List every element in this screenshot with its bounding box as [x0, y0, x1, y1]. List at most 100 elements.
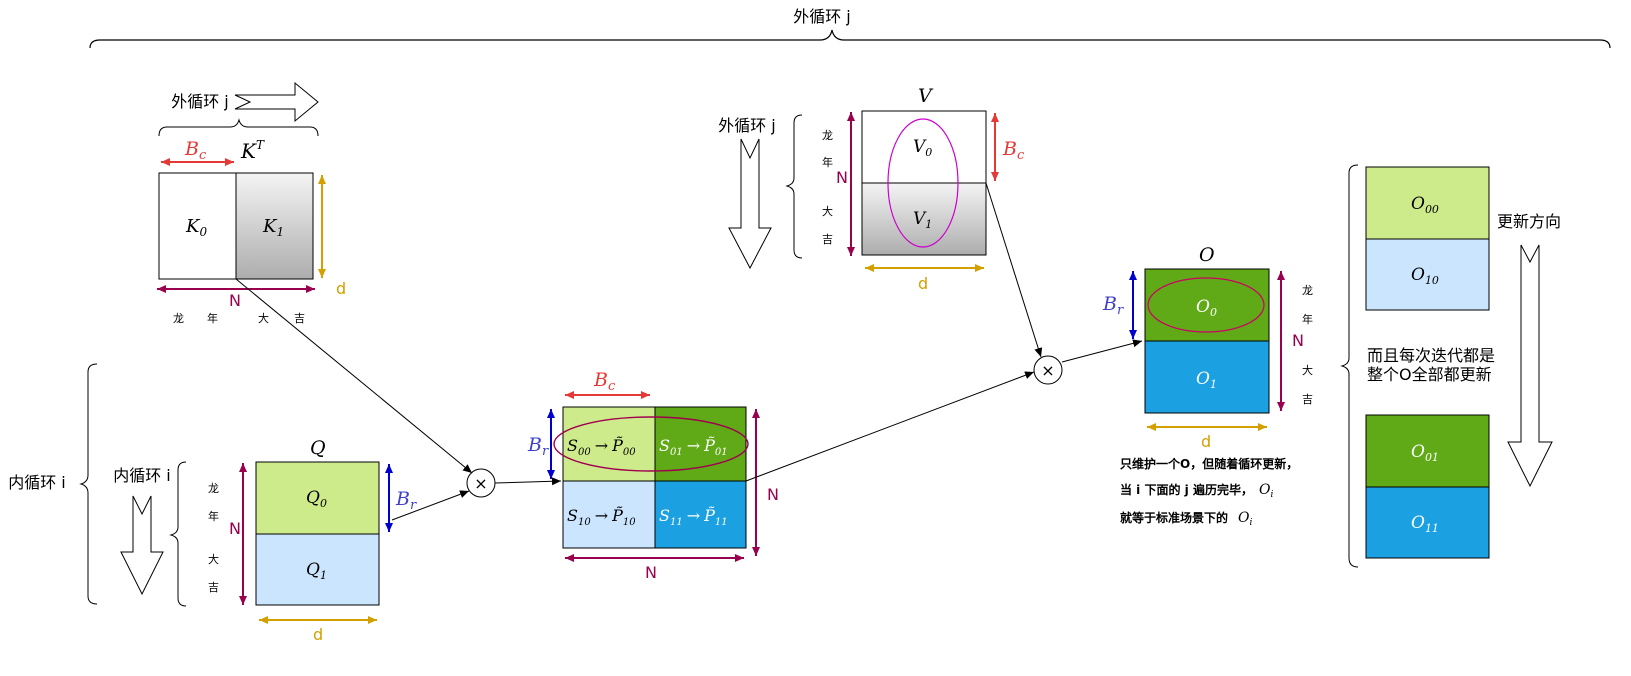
v-block: 外循环 j 龙 年 大 吉 N V V0 V1 Bc d: [718, 85, 1025, 293]
v-column-highlight-ellipse: [887, 118, 959, 248]
multiply-symbol-2: ×: [1041, 361, 1054, 380]
v-block-0: [861, 110, 987, 184]
s-bc-label: Bc: [593, 369, 616, 394]
o-note-line-1: 只维护一个O，但随着循环更新，: [1120, 456, 1298, 471]
v-loop-label: 外循环 j: [718, 116, 776, 135]
kt-block-0: [158, 172, 237, 280]
o-char-1: 年: [1302, 312, 1313, 326]
q-outer-loop-label: 内循环 i: [8, 473, 66, 492]
o-block: O Br O0 O1 N 龙 年 大 吉 d 只维护一个O，但随着循环更新， 当…: [1102, 244, 1313, 528]
multiply-symbol-1: ×: [474, 474, 487, 493]
o-title: O: [1199, 244, 1215, 266]
q-inner-brace: [169, 461, 187, 607]
multiply-node-1: ×: [466, 468, 496, 498]
o-block-0-label: O0: [1196, 297, 1217, 319]
o-char-3: 吉: [1302, 393, 1313, 406]
right-o11-block: [1365, 486, 1490, 559]
q-block: 内循环 i 内循环 i 龙 年 大 吉 N Q Q0 Q1 Br d: [8, 363, 417, 644]
right-o00-block: [1365, 166, 1490, 240]
v-char-0: 龙: [822, 129, 833, 142]
q-char-3: 吉: [208, 581, 219, 594]
v-char-2: 大: [822, 204, 833, 218]
v-block-1-label: V1: [913, 209, 932, 231]
o-block-1: [1144, 340, 1270, 414]
kt-top-brace: [158, 118, 319, 137]
kt-title: KT: [240, 138, 265, 163]
kt-block: 外循环 j Bc KT K0 K1 d N 龙 年 大 吉: [157, 81, 346, 325]
q-d-label: d: [313, 625, 323, 644]
s-n-bottom-label: N: [645, 563, 657, 582]
edge-s-to-mult2: [745, 371, 1035, 482]
right-hollow-arrow-icon: [234, 81, 319, 123]
q-title: Q: [310, 437, 326, 459]
q-block-1: [255, 533, 380, 606]
q-char-1: 年: [208, 509, 219, 523]
o-d-label: d: [1201, 432, 1211, 451]
q-block-1-label: Q1: [306, 560, 327, 582]
kt-block-1: [235, 172, 314, 280]
q-inner-loop-label: 内循环 i: [113, 466, 171, 485]
edge-mult2-to-o: [1061, 339, 1143, 363]
edge-v-to-mult2: [985, 182, 1043, 358]
down-hollow-arrow-icon: [1507, 244, 1553, 488]
right-middle-text-line-2: 整个O全部都更新: [1367, 365, 1492, 384]
kt-char-1: 年: [207, 311, 218, 325]
right-panel: O00 O10 而且每次迭代都是 整个O全部都更新 O01 O11 更新方向: [1340, 164, 1561, 568]
multiply-node-2: ×: [1033, 355, 1063, 385]
right-direction-label: 更新方向: [1497, 212, 1561, 231]
q-block-0: [255, 461, 380, 535]
s-br-label: Br: [527, 434, 549, 459]
v-block-1: [861, 182, 987, 256]
o-char-2: 大: [1302, 363, 1313, 377]
s-cell-00-label: S00→P̃00: [567, 436, 636, 458]
s-cell-01-label: S01→P̃01: [659, 436, 728, 458]
o-char-0: 龙: [1302, 284, 1313, 297]
down-hollow-arrow-icon: [120, 495, 164, 596]
s-n-right-label: N: [767, 485, 779, 504]
o-br-label: Br: [1102, 293, 1124, 318]
v-brace: [785, 114, 803, 259]
q-br-label: Br: [395, 488, 417, 513]
o-row-highlight-ellipse: [1147, 277, 1265, 333]
o-block-0: [1144, 268, 1270, 342]
s-cell-10-label: S10→P̃10: [567, 506, 636, 528]
v-char-3: 吉: [822, 233, 833, 246]
kt-char-2: 大: [258, 311, 269, 325]
q-outer-brace: [79, 363, 98, 605]
v-d-label: d: [918, 274, 928, 293]
top-brace: [89, 29, 1611, 49]
kt-block-1-label: K1: [262, 216, 284, 239]
s-cell-11-label: S11→P̃11: [659, 506, 728, 528]
o-note-line-2: 当 i 下面的 j 遍历完毕，Oi: [1120, 482, 1273, 500]
right-o11-label: O11: [1411, 513, 1439, 535]
right-o01-block: [1365, 414, 1490, 488]
right-panel-brace: [1340, 164, 1359, 568]
right-o01-label: O01: [1411, 442, 1439, 464]
right-middle-text-line-1: 而且每次迭代都是: [1367, 346, 1495, 365]
q-char-0: 龙: [208, 482, 219, 495]
right-o10-label: O10: [1411, 265, 1439, 287]
top-brace-label: 外循环 j: [793, 7, 851, 26]
o-n-label: N: [1292, 331, 1304, 350]
edge-kt-to-mult: [235, 278, 473, 474]
kt-loop-label: 外循环 j: [171, 92, 229, 111]
s-cell-11: [654, 480, 747, 549]
right-o00-label: O00: [1411, 194, 1439, 216]
edge-q-to-mult: [391, 490, 470, 521]
kt-d-label: d: [336, 279, 346, 298]
q-char-2: 大: [208, 552, 219, 566]
s-block: Bc Br S00→P̃00 S01→P̃01 S10→P̃10 S11→P̃1…: [527, 369, 779, 582]
edge-mult-to-s: [494, 477, 562, 486]
kt-block-0-label: K0: [185, 216, 207, 239]
kt-n-label: N: [229, 291, 241, 310]
s-row-highlight-ellipse: [553, 416, 749, 472]
kt-char-3: 吉: [294, 312, 305, 325]
kt-char-0: 龙: [173, 312, 184, 325]
q-block-0-label: Q0: [306, 488, 327, 510]
v-n-label: N: [836, 168, 848, 187]
v-bc-label: Bc: [1002, 138, 1025, 163]
v-char-1: 年: [822, 155, 833, 169]
down-hollow-arrow-icon: [728, 138, 772, 270]
